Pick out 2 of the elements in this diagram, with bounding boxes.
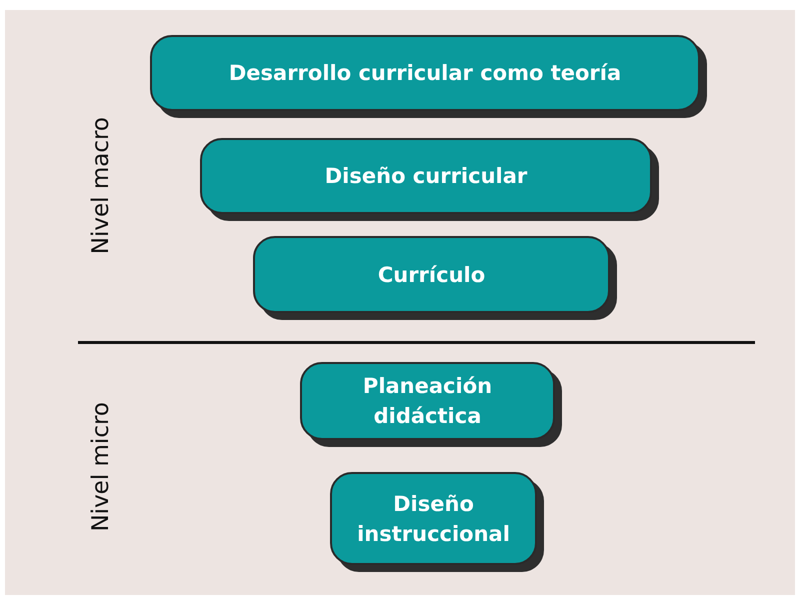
level-label: Nivel macro xyxy=(88,116,114,254)
level-label: Nivel micro xyxy=(88,402,114,532)
